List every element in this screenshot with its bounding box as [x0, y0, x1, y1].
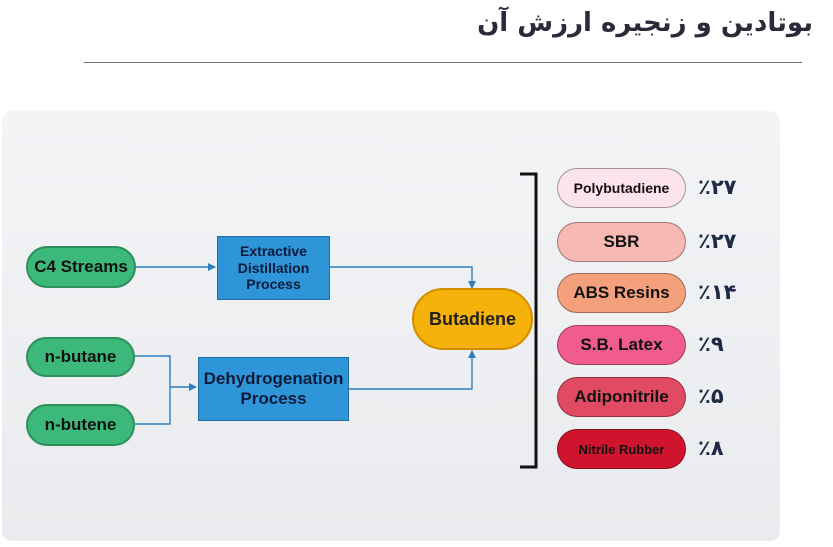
arrow-extractive-to-butadiene — [330, 266, 476, 289]
product-share-label: ٪۹ — [698, 332, 724, 356]
product-share-label: ٪۵ — [698, 384, 724, 408]
product-nitrile-rubber: Nitrile Rubber — [557, 429, 686, 469]
node-butadiene: Butadiene — [412, 288, 533, 350]
product-polybutadiene: Polybutadiene — [557, 168, 686, 208]
product-share-label: ٪۱۴ — [698, 280, 737, 304]
line-butane-merge — [135, 355, 171, 387]
source-n-butane: n-butane — [26, 337, 135, 377]
title-divider — [84, 62, 802, 63]
process-extractive-label: Extractive Distillation Process — [237, 242, 310, 293]
product-share-label: ٪۲۷ — [698, 175, 737, 199]
product-share-label: ٪۸ — [698, 436, 724, 460]
product-share-label: ٪۲۷ — [698, 229, 737, 253]
process-extractive-distillation: Extractive Distillation Process — [217, 236, 330, 300]
source-n-butene: n-butene — [26, 404, 135, 446]
product-sbr: SBR — [557, 222, 686, 262]
process-dehydro-label: Dehydrogenation Process — [203, 368, 344, 408]
page-title: بوتادین و زنجیره ارزش آن — [477, 8, 813, 38]
product-adiponitrile: Adiponitrile — [557, 377, 686, 417]
process-dehydrogenation: Dehydrogenation Process — [198, 357, 349, 421]
product-s-b-latex: S.B. Latex — [557, 325, 686, 365]
source-c4-streams: C4 Streams — [26, 246, 136, 288]
line-butene-merge — [135, 387, 171, 425]
products-bracket — [520, 172, 538, 469]
arrow-dehydro-to-butadiene — [349, 350, 476, 390]
product-abs-resins: ABS Resins — [557, 273, 686, 313]
